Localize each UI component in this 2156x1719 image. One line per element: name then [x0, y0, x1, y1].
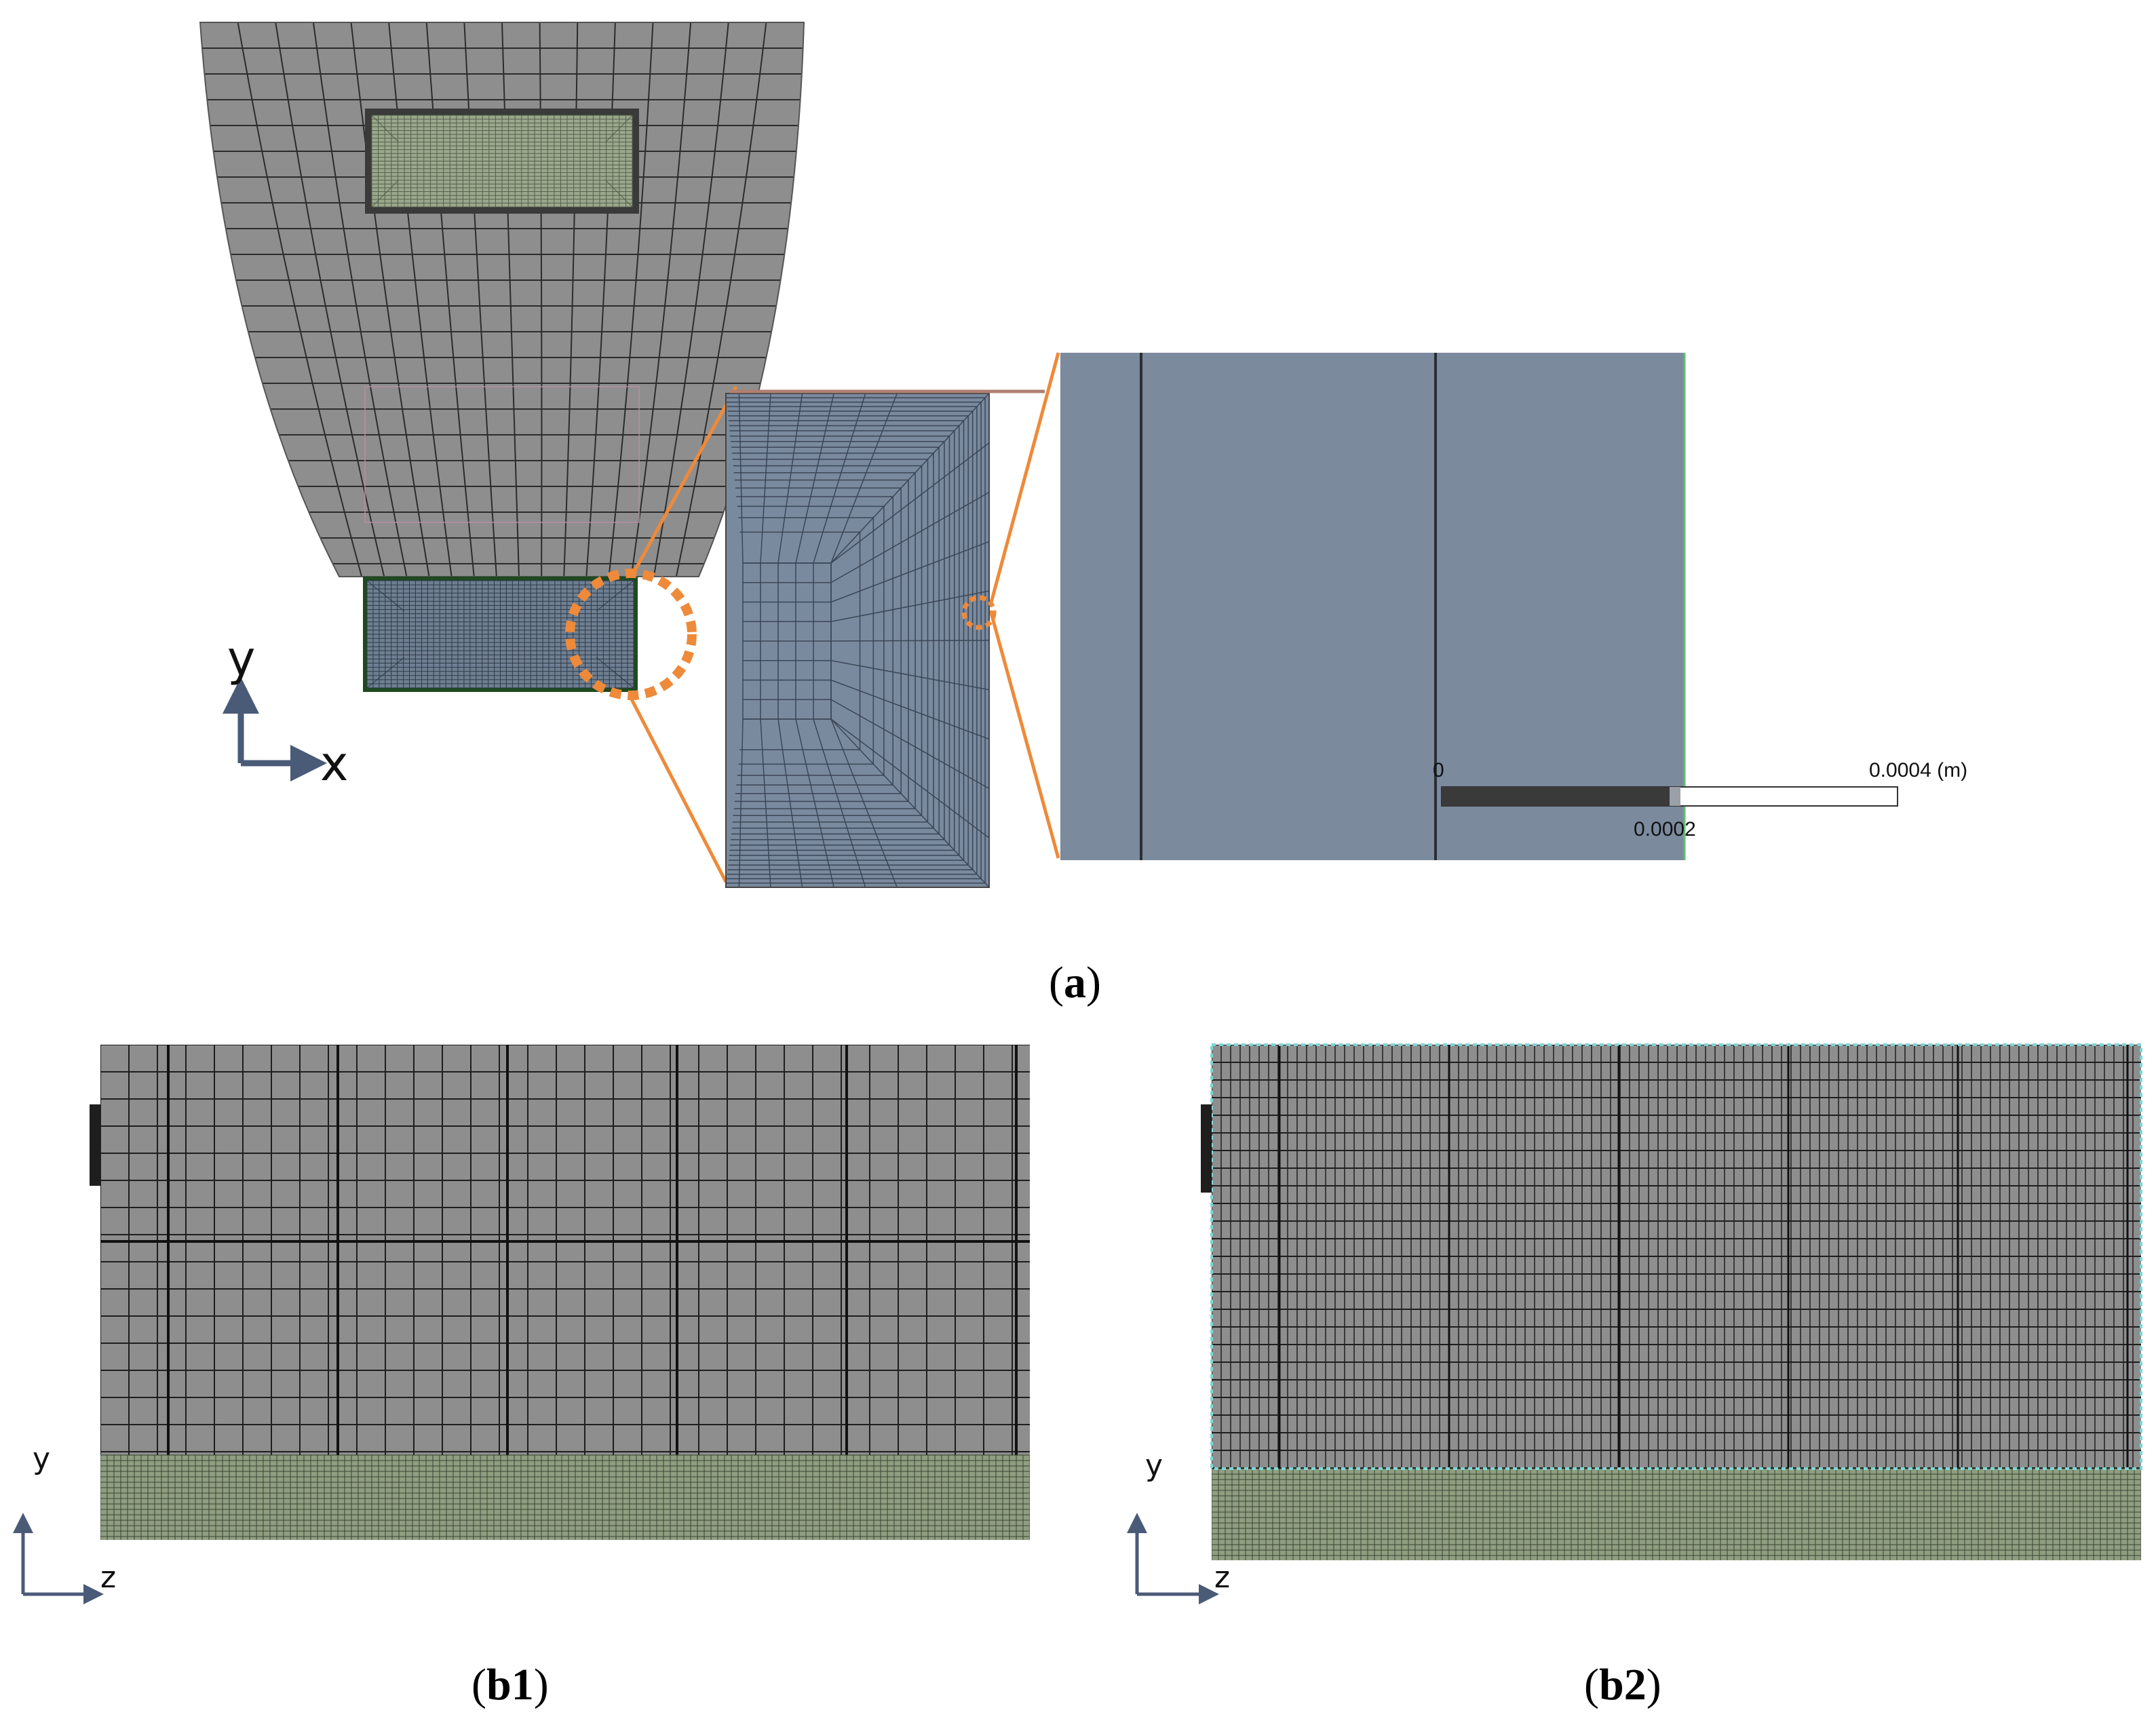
caption-b2: (b2) — [1584, 1660, 1661, 1710]
axes-indicator-yz-b2: y z — [1127, 1448, 1230, 1604]
axis-label-z-b1: z — [100, 1560, 116, 1595]
axis-label-x: x — [320, 736, 348, 792]
b1-fluid-mesh — [100, 1045, 1030, 1455]
scale-label-end: 0.0004 (m) — [1869, 759, 1967, 781]
b1-solid-mesh — [100, 1455, 1030, 1540]
scale-bar: 0 0.0002 0.0004 (m) — [1433, 759, 1967, 841]
axis-label-y-b1: y — [33, 1442, 50, 1476]
zoom-connectors — [628, 352, 1060, 883]
b2-solid-mesh — [1212, 1469, 2141, 1560]
high-zoom-panel — [1060, 353, 1686, 860]
b1-inlet-marker — [90, 1104, 100, 1186]
bowl-mesh — [199, 22, 805, 577]
scale-label-mid: 0.0002 — [1634, 818, 1696, 841]
caption-a: (a) — [1049, 958, 1101, 1007]
panel-b2: y z (b2) — [1127, 1043, 2142, 1710]
panel-b1: y z (b1) — [13, 1045, 1030, 1710]
scale-label-start: 0 — [1433, 759, 1444, 781]
b2-inlet-marker — [1201, 1104, 1212, 1193]
axis-label-y: y — [227, 631, 255, 687]
upper-inlet-mesh — [365, 109, 639, 214]
panel-a: 0 0.0002 0.0004 (m) y x (a) — [199, 22, 1967, 1007]
lower-block-mesh — [363, 577, 638, 692]
axes-indicator-yz-b1: y z — [13, 1442, 116, 1604]
axis-label-y-b2: y — [1145, 1448, 1163, 1483]
axes-indicator-xy: y x — [223, 631, 348, 792]
axis-label-z-b2: z — [1214, 1560, 1230, 1595]
zoom-highlight-circle-small — [961, 595, 997, 630]
caption-b1: (b1) — [471, 1660, 549, 1710]
zoom-mesh-panel — [725, 389, 1045, 888]
